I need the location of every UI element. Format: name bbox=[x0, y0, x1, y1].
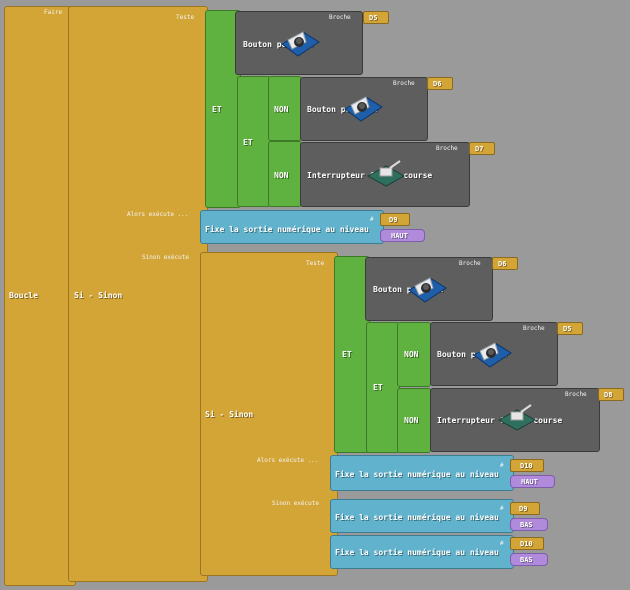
not-label-1: NON bbox=[274, 105, 289, 114]
and-block-outer-2[interactable] bbox=[334, 256, 370, 453]
loop-label: Boucle bbox=[9, 291, 38, 300]
if-else-else-label-1: Sinon exécute bbox=[142, 254, 189, 261]
digital-write-label-3: Fixe la sortie numérique au niveau bbox=[335, 513, 499, 522]
pin-value-8: D10 bbox=[520, 462, 533, 470]
level-block-3[interactable]: BAS bbox=[510, 518, 548, 531]
pin-label-6: Broche bbox=[523, 325, 545, 332]
if-else-block-2[interactable] bbox=[200, 252, 338, 576]
push-button-module-icon bbox=[344, 96, 383, 122]
limit-switch-module-icon bbox=[366, 160, 406, 187]
not-label-2: NON bbox=[274, 171, 289, 180]
push-button-label-2: Bouton poussoir bbox=[307, 105, 380, 114]
if-else-label-1: Si - Sinon bbox=[74, 291, 123, 300]
pin-value-9: D9 bbox=[519, 505, 528, 513]
and-label-inner-2: ET bbox=[373, 383, 383, 392]
limit-switch-module-icon bbox=[497, 404, 537, 431]
digital-write-label-4: Fixe la sortie numérique au niveau bbox=[335, 548, 499, 557]
and-label-inner-1: ET bbox=[243, 138, 253, 147]
pin-label-3: Broche bbox=[436, 145, 458, 152]
digital-write-block-1[interactable] bbox=[200, 210, 384, 244]
level-block-1[interactable]: HAUT bbox=[380, 229, 425, 242]
hash-label-1: # bbox=[370, 216, 374, 223]
pin-value-7: D8 bbox=[604, 391, 613, 399]
not-label-3: NON bbox=[404, 350, 419, 359]
pin-block-8[interactable]: D10 bbox=[510, 459, 544, 472]
digital-write-block-2[interactable] bbox=[330, 455, 514, 491]
pin-block-2[interactable]: D6 bbox=[427, 77, 453, 90]
pin-block-10[interactable]: D10 bbox=[510, 537, 544, 550]
hash-label-2: # bbox=[500, 462, 504, 469]
level-value-3: BAS bbox=[520, 521, 533, 529]
level-block-4[interactable]: BAS bbox=[510, 553, 548, 566]
pin-block-7[interactable]: D8 bbox=[598, 388, 624, 401]
level-block-2[interactable]: HAUT bbox=[510, 475, 555, 488]
pin-value-2: D6 bbox=[433, 80, 442, 88]
digital-write-label-2: Fixe la sortie numérique au niveau bbox=[335, 470, 499, 479]
not-block-1[interactable] bbox=[268, 76, 302, 141]
pin-value-5: D6 bbox=[498, 260, 507, 268]
digital-write-block-4[interactable] bbox=[330, 535, 514, 569]
loop-do-label: Faire bbox=[44, 9, 63, 16]
pin-block-6[interactable]: D5 bbox=[557, 322, 583, 335]
pin-block-1[interactable]: D5 bbox=[363, 11, 389, 24]
push-button-module-icon bbox=[281, 31, 320, 57]
pin-value-10: D10 bbox=[520, 540, 533, 548]
not-block-4[interactable] bbox=[397, 388, 431, 453]
pin-label-7: Broche bbox=[565, 391, 587, 398]
pin-label-1: Broche bbox=[329, 14, 351, 21]
pin-block-5[interactable]: D6 bbox=[492, 257, 518, 270]
not-block-3[interactable] bbox=[397, 322, 431, 387]
pin-label-2: Broche bbox=[393, 80, 415, 87]
if-else-then-label-1: Alors exécute ... bbox=[127, 211, 189, 218]
push-button-label-4: Bouton poussoir bbox=[437, 350, 510, 359]
and-label-outer-1: ET bbox=[212, 105, 222, 114]
pin-label-5: Broche bbox=[459, 260, 481, 267]
push-button-label-1: Bouton poussoir bbox=[243, 40, 316, 49]
pin-value-3: D7 bbox=[475, 145, 484, 153]
if-else-label-2: Si - Sinon bbox=[205, 410, 254, 419]
loop-block[interactable] bbox=[4, 6, 76, 586]
and-label-outer-2: ET bbox=[342, 350, 352, 359]
hash-label-3: # bbox=[500, 505, 504, 512]
if-else-block-1[interactable] bbox=[68, 6, 208, 582]
pin-value-4: D9 bbox=[389, 216, 398, 224]
pin-value-6: D5 bbox=[563, 325, 572, 333]
level-value-4: BAS bbox=[520, 556, 533, 564]
pin-block-9[interactable]: D9 bbox=[510, 502, 540, 515]
pin-block-4[interactable]: D9 bbox=[380, 213, 410, 226]
level-value-2: HAUT bbox=[521, 478, 538, 486]
push-button-module-icon bbox=[473, 342, 512, 368]
pin-block-3[interactable]: D7 bbox=[469, 142, 495, 155]
and-block-inner-2[interactable] bbox=[366, 322, 400, 453]
digital-write-block-3[interactable] bbox=[330, 499, 514, 533]
if-else-test-label-1: Teste bbox=[176, 14, 195, 21]
not-label-4: NON bbox=[404, 416, 419, 425]
hash-label-4: # bbox=[500, 540, 504, 547]
digital-write-label-1: Fixe la sortie numérique au niveau bbox=[205, 225, 369, 234]
level-value-1: HAUT bbox=[391, 232, 408, 240]
push-button-module-icon bbox=[408, 277, 447, 303]
pin-value-1: D5 bbox=[369, 14, 378, 22]
if-else-else-label-2: Sinon exécute bbox=[272, 500, 319, 507]
if-else-test-label-2: Teste bbox=[306, 260, 325, 267]
if-else-then-label-2: Alors exécute ... bbox=[257, 457, 319, 464]
